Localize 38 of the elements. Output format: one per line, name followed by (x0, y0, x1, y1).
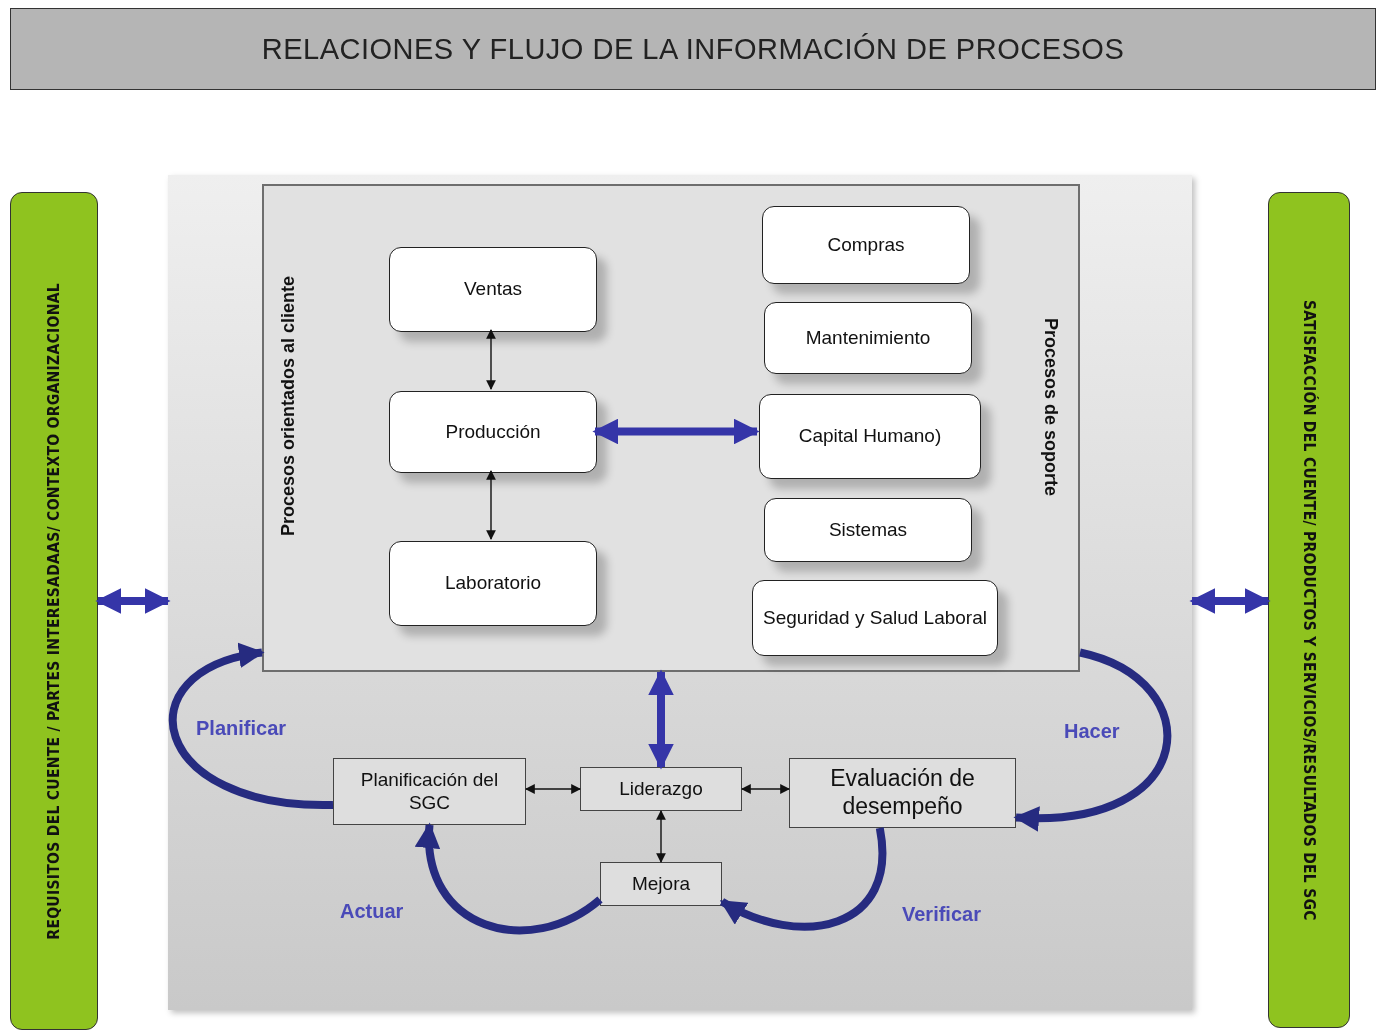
process-box: Planificación del SGC (333, 758, 526, 825)
edge-label: Actuar (340, 900, 404, 923)
banner-text: SATISFACCIÓN DEL CUENTE/ PRODUCTOS Y SERVICIOS/RESULTADOS DEL SGC (1300, 299, 1318, 921)
process-box: Compras (762, 206, 970, 284)
arrow (1013, 648, 1172, 831)
title: RELACIONES Y FLUJO DE LA INFORMACIÓN DE PROCESOS (10, 8, 1376, 90)
arrow (168, 644, 334, 809)
process-box: Evaluación de desempeño (789, 758, 1016, 828)
double-arrow (648, 669, 674, 770)
group-label: Procesos de soporte (1040, 318, 1061, 497)
arrow (719, 827, 887, 931)
process-box: Seguridad y Salud Laboral (752, 580, 998, 656)
process-box: Sistemas (764, 498, 972, 562)
side-banner (10, 192, 98, 1030)
double-arrow (1189, 588, 1271, 614)
banner-text: REQUISITOS DEL CUENTE / PARTES INTERESADAAS/ CONTEXTO ORGANIZACIONAL (45, 282, 63, 940)
group-label: Procesos orientados al cliente (278, 276, 299, 537)
process-box: Producción (389, 391, 597, 473)
arrow (416, 822, 603, 935)
edge-label: Verificar (902, 903, 981, 926)
double-arrow (486, 329, 496, 390)
double-arrow (741, 784, 790, 794)
process-box: Liderazgo (580, 767, 742, 811)
double-arrow (486, 470, 496, 540)
process-box: Ventas (389, 247, 597, 332)
side-banner (1268, 192, 1350, 1028)
process-box: Mantenimiento (764, 302, 972, 374)
double-arrow (95, 588, 171, 614)
process-group-box (262, 184, 1080, 672)
edge-label: Planificar (196, 717, 287, 740)
process-box: Laboratorio (389, 541, 597, 626)
double-arrow (592, 418, 760, 445)
process-box: Capital Humano) (759, 394, 981, 479)
process-box: Mejora (600, 862, 722, 906)
double-arrow (525, 784, 581, 794)
edge-label: Hacer (1064, 720, 1120, 743)
double-arrow (656, 810, 666, 863)
panel-background (168, 175, 1192, 1010)
